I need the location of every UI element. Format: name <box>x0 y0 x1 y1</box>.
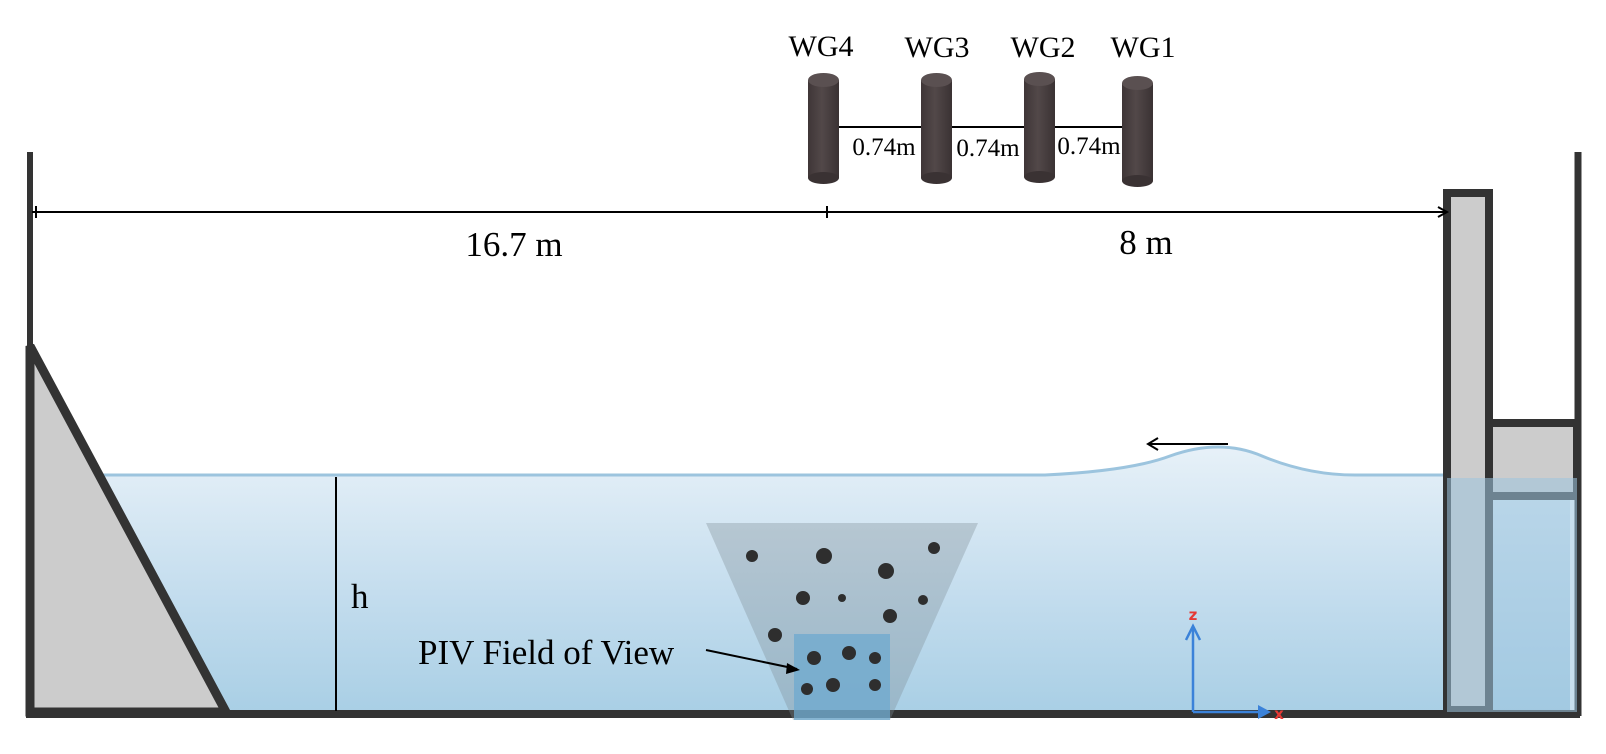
water-body <box>100 437 1572 712</box>
particle <box>826 678 840 692</box>
gauge-label-wg4: WG4 <box>789 30 854 63</box>
z-axis-label: z <box>1189 606 1198 624</box>
water-surface-line <box>100 445 1572 477</box>
wave-maker <box>1443 189 1581 714</box>
spacing-label-1: 0.74m <box>852 134 916 161</box>
spacing-label-2: 0.74m <box>956 135 1020 162</box>
left-length-label: 16.7 m <box>465 225 562 264</box>
particle <box>768 628 782 642</box>
x-axis-label: x <box>1274 705 1284 723</box>
piv-pointer <box>705 649 800 674</box>
piv-field-of-view <box>794 634 890 720</box>
right-length-label: 8 m <box>1119 223 1172 262</box>
particle <box>869 679 881 691</box>
gauge-wg1 <box>1122 76 1153 187</box>
particle <box>816 548 832 564</box>
particle <box>838 594 846 602</box>
particle <box>928 542 940 554</box>
gauge-label-wg2: WG2 <box>1011 31 1076 64</box>
gauge-wg4 <box>808 73 839 184</box>
depth-label: h <box>351 577 369 616</box>
gauge-label-wg1: WG1 <box>1111 31 1176 64</box>
gauge-wg3 <box>921 73 952 184</box>
particle <box>796 591 810 605</box>
piv-light-sheet <box>706 523 978 720</box>
particle <box>869 652 881 664</box>
wave-gauges <box>808 72 1153 187</box>
particle <box>801 683 813 695</box>
coordinate-axes <box>1184 623 1271 719</box>
spacing-label-3: 0.74m <box>1057 133 1121 160</box>
piv-label: PIV Field of View <box>418 633 675 672</box>
tracer-particles <box>746 542 940 695</box>
particle <box>842 646 856 660</box>
particle <box>883 609 897 623</box>
particle <box>746 550 758 562</box>
gauge-label-wg3: WG3 <box>905 31 970 64</box>
gauge-wg2 <box>1024 72 1055 183</box>
particle <box>807 651 821 665</box>
particle <box>878 563 894 579</box>
particle <box>918 595 928 605</box>
dimension-line <box>32 206 1450 218</box>
